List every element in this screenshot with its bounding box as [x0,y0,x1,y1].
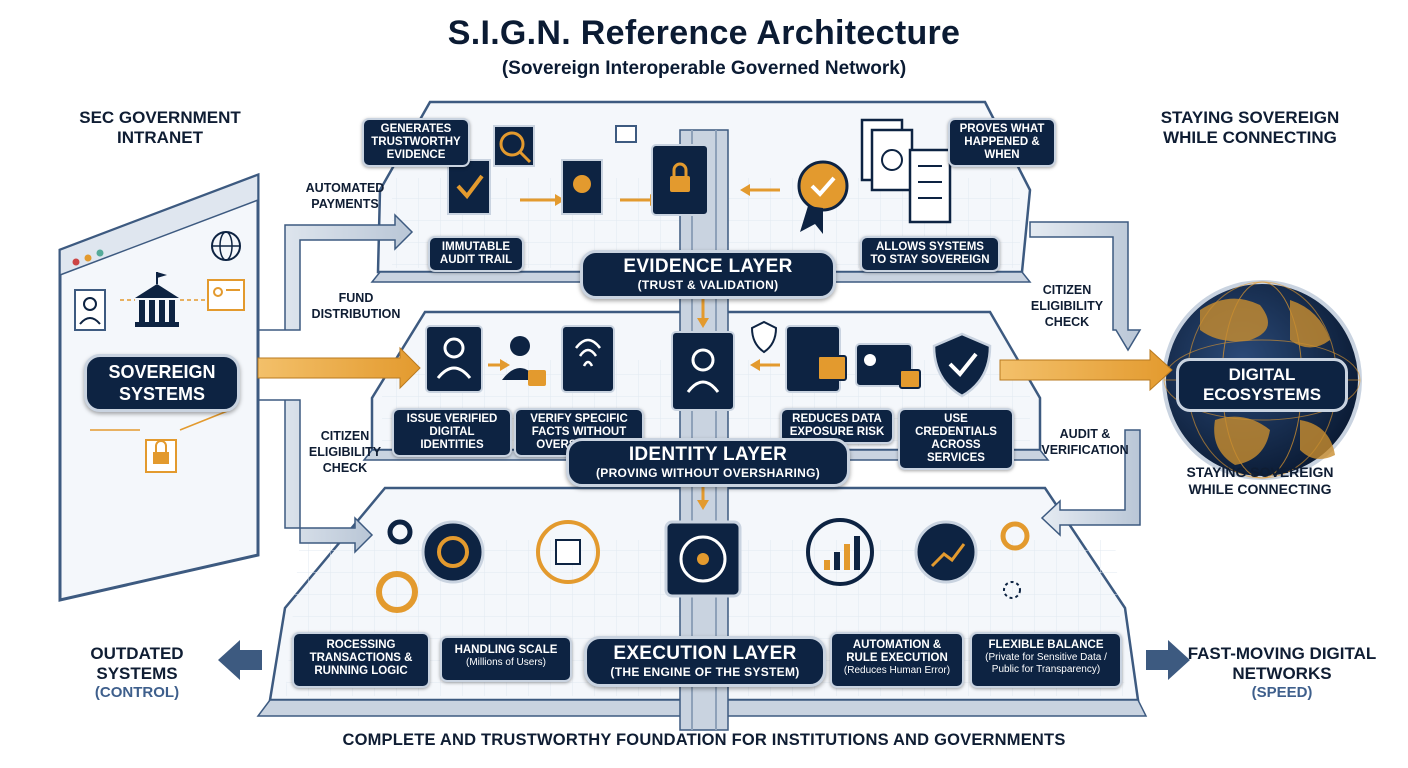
speed-label: (SPEED) [1251,684,1313,701]
automated-payments-label: AUTOMATED PAYMENTS [305,181,385,211]
identity-icons [425,320,992,411]
footer-caption: COMPLETE AND TRUSTWORTHY FOUNDATION FOR … [342,731,1066,749]
identity-layer-title: IDENTITY LAYER [628,444,788,465]
citizen-eligibility-left-label: CITIZEN ELIGIBILITY CHECK [308,429,382,475]
execution-layer-title: EXECUTION LAYER [613,643,797,664]
execution-tag-automation: AUTOMATION & RULE EXECUTION (Reduces Hum… [830,632,964,688]
execution-tag-balance-note: (Private for Sensitive Data / Public for… [985,652,1107,675]
outdated-systems-label: OUTDATED SYSTEMS [90,644,184,683]
central-pillar [679,129,729,731]
evidence-layer-pill: EVIDENCE LAYER (TRUST & VALIDATION) [580,250,836,299]
evidence-tag-audit-trail: IMMUTABLE AUDIT TRAIL [428,236,524,272]
execution-tag-automation-text: AUTOMATION & RULE EXECUTION [846,639,948,664]
evidence-icons [447,118,952,234]
execution-tag-balance: FLEXIBLE BALANCE (Private for Sensitive … [970,632,1122,688]
execution-tag-processing: ROCESSING TRANSACTIONS & RUNNING LOGIC [292,632,430,688]
evidence-layer-title: EVIDENCE LAYER [623,256,793,277]
execution-tag-scale: HANDLING SCALE (Millions of Users) [440,636,572,682]
evidence-tag-generates-evidence: GENERATES TRUSTWORTHY EVIDENCE [362,118,470,167]
identity-tag-use-credentials: USE CREDENTIALS ACROSS SERVICES [898,408,1014,470]
identity-layer-tagline: (PROVING WITHOUT OVERSHARING) [595,466,821,480]
page-subtitle: (Sovereign Interoperable Governed Networ… [501,58,907,79]
flow-arrows [218,184,1190,680]
execution-layer-tagline: (THE ENGINE OF THE SYSTEM) [610,665,800,679]
execution-tag-processing-text: ROCESSING TRANSACTIONS & RUNNING LOGIC [309,639,413,677]
identity-tag-issue-identities: ISSUE VERIFIED DIGITAL IDENTITIES [392,408,512,457]
evidence-tag-stay-sovereign: ALLOWS SYSTEMS TO STAY SOVEREIGN [860,236,1000,272]
execution-tag-balance-text: FLEXIBLE BALANCE [988,639,1104,651]
evidence-layer-tagline: (TRUST & VALIDATION) [637,278,779,292]
execution-tag-scale-text: HANDLING SCALE [454,644,558,656]
sovereign-connecting-top-label: STAYING SOVEREIGN WHILE CONNECTING [1160,108,1340,147]
sovereign-systems-pill: SOVEREIGN SYSTEMS [84,354,240,412]
execution-tag-scale-note: (Millions of Users) [465,657,546,668]
control-label: (CONTROL) [94,684,180,701]
sovereign-connecting-mid-label: STAYING SOVEREIGN WHILE CONNECTING [1186,464,1334,497]
evidence-tag-proves-what-happened: PROVES WHAT HAPPENED & WHEN [948,118,1056,167]
identity-layer-pill: IDENTITY LAYER (PROVING WITHOUT OVERSHAR… [566,438,850,487]
digital-ecosystems-label: DIGITAL ECOSYSTEMS [1176,358,1348,412]
fund-distribution-label: FUND DISTRIBUTION [311,291,401,321]
audit-verification-label: AUDIT & VERIFICATION [1041,427,1129,457]
page-title: S.I.G.N. Reference Architecture [447,14,961,52]
execution-icons [376,518,1030,613]
fast-moving-networks-label: FAST-MOVING DIGITAL NETWORKS [1187,644,1377,683]
execution-tag-automation-note: (Reduces Human Error) [843,665,951,676]
intranet-label: SEC GOVERNMENT INTRANET [79,108,241,147]
execution-layer-pill: EXECUTION LAYER (THE ENGINE OF THE SYSTE… [584,636,826,687]
citizen-eligibility-right-label: CITIZEN ELIGIBILITY CHECK [1030,283,1104,329]
